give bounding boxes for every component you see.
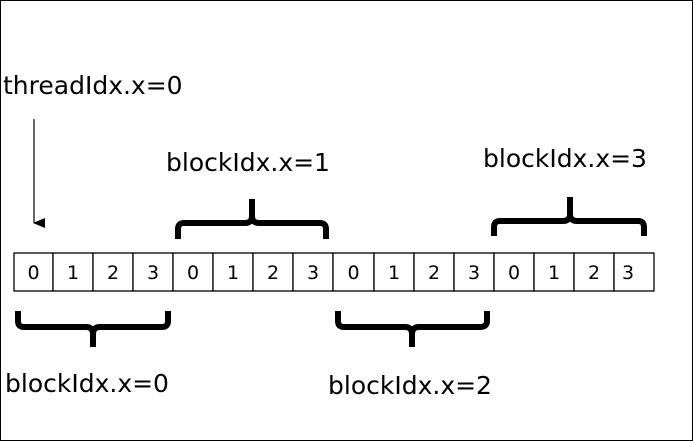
svg-text:2: 2	[588, 262, 600, 284]
thread-cell: 0	[172, 252, 214, 292]
thread-index-label: threadIdx.x=0	[3, 71, 183, 100]
svg-text:1: 1	[67, 262, 79, 284]
svg-text:0: 0	[347, 262, 359, 284]
svg-text:2: 2	[267, 262, 279, 284]
thread-cell: 2	[252, 252, 294, 292]
block-group-0: 0 1 2 3 blockIdx.x=0	[5, 252, 174, 398]
thread-cell: 0	[493, 252, 535, 292]
block-2-brace	[335, 311, 490, 347]
svg-text:0: 0	[187, 262, 199, 284]
svg-text:0: 0	[27, 262, 39, 284]
thread-cell: 0	[13, 252, 54, 292]
svg-text:3: 3	[622, 262, 634, 284]
thread-cell: 3	[453, 252, 495, 292]
thread-cell: 1	[212, 252, 254, 292]
block-3-brace	[491, 197, 647, 236]
thread-cell: 2	[413, 252, 455, 292]
svg-text:3: 3	[307, 262, 319, 284]
block-1-cells: 0 1 2 3	[172, 252, 334, 292]
thread-cell: 0	[332, 252, 375, 292]
block-2-label: blockIdx.x=2	[328, 371, 492, 400]
block-3-cells: 0 1 2 3	[493, 252, 655, 292]
thread-cell: 2	[573, 252, 615, 292]
svg-text:1: 1	[548, 262, 560, 284]
block-1-brace	[175, 199, 329, 239]
svg-text:1: 1	[227, 262, 239, 284]
thread-cell: 1	[373, 252, 415, 292]
block-group-2: 0 1 2 3 blockIdx.x=2	[328, 252, 495, 400]
thread-cell: 3	[613, 252, 655, 292]
block-0-label: blockIdx.x=0	[5, 369, 169, 398]
thread-cell: 1	[533, 252, 575, 292]
block-1-label: blockIdx.x=1	[166, 148, 330, 177]
thread-cell: 2	[92, 252, 134, 292]
svg-text:0: 0	[508, 262, 520, 284]
svg-text:2: 2	[428, 262, 440, 284]
block-group-3: 0 1 2 3 blockIdx.x=3	[483, 144, 655, 292]
thread-cell: 3	[292, 252, 334, 292]
svg-text:3: 3	[147, 262, 159, 284]
block-3-label: blockIdx.x=3	[483, 144, 647, 173]
svg-text:2: 2	[107, 262, 119, 284]
block-0-brace	[15, 311, 171, 347]
svg-text:1: 1	[388, 262, 400, 284]
svg-text:3: 3	[468, 262, 480, 284]
thread-cell: 3	[132, 252, 174, 292]
block-group-1: 0 1 2 3 blockIdx.x=1	[166, 148, 334, 292]
block-2-cells: 0 1 2 3	[332, 252, 495, 292]
thread-cell: 1	[52, 252, 94, 292]
block-0-cells: 0 1 2 3	[13, 252, 174, 292]
